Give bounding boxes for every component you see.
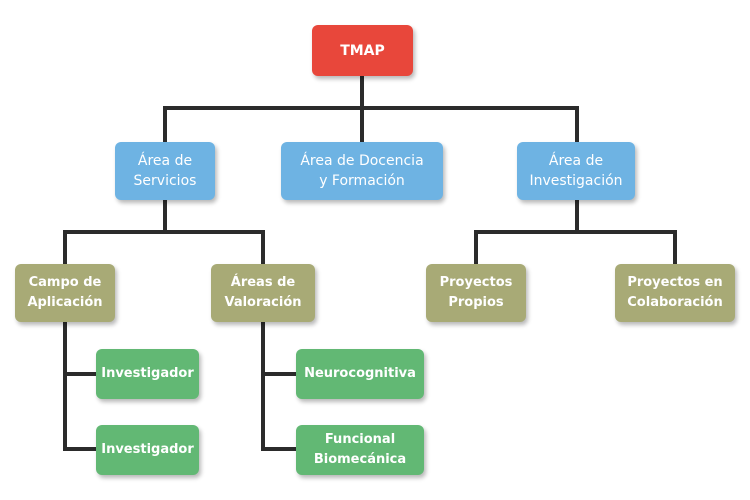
node-campo-aplicacion-label: Campo de Aplicación — [27, 275, 103, 310]
node-area-servicios: Área de Servicios — [115, 142, 215, 200]
node-neurocognitiva-label: Neurocognitiva — [304, 366, 416, 381]
node-tmap: TMAP — [312, 25, 413, 76]
node-areas-valoracion-label: Áreas de Valoración — [224, 275, 302, 310]
node-investigador-1-label: Investigador — [101, 366, 194, 381]
node-area-docencia: Área de Docencia y Formación — [281, 142, 443, 200]
node-neurocognitiva: Neurocognitiva — [296, 349, 424, 399]
node-proyectos-propios: Proyectos Propios — [426, 264, 526, 322]
node-areas-valoracion: Áreas de Valoración — [211, 264, 315, 322]
node-funcional-biomecanica: Funcional Biomecánica — [296, 425, 424, 475]
node-investigador-2-label: Investigador — [101, 442, 194, 457]
node-area-investigacion: Área de Investigación — [517, 142, 635, 200]
node-funcional-biomecanica-label: Funcional Biomecánica — [313, 432, 407, 467]
node-area-servicios-label: Área de Servicios — [133, 153, 197, 189]
node-area-investigacion-label: Área de Investigación — [529, 153, 623, 189]
node-proyectos-colaboracion-label: Proyectos en Colaboración — [627, 275, 723, 310]
node-tmap-label: TMAP — [340, 42, 385, 59]
node-investigador-2: Investigador — [96, 425, 199, 475]
node-proyectos-colaboracion: Proyectos en Colaboración — [615, 264, 735, 322]
node-campo-aplicacion: Campo de Aplicación — [15, 264, 115, 322]
node-area-docencia-label: Área de Docencia y Formación — [300, 153, 424, 189]
node-investigador-1: Investigador — [96, 349, 199, 399]
node-proyectos-propios-label: Proyectos Propios — [439, 275, 513, 310]
